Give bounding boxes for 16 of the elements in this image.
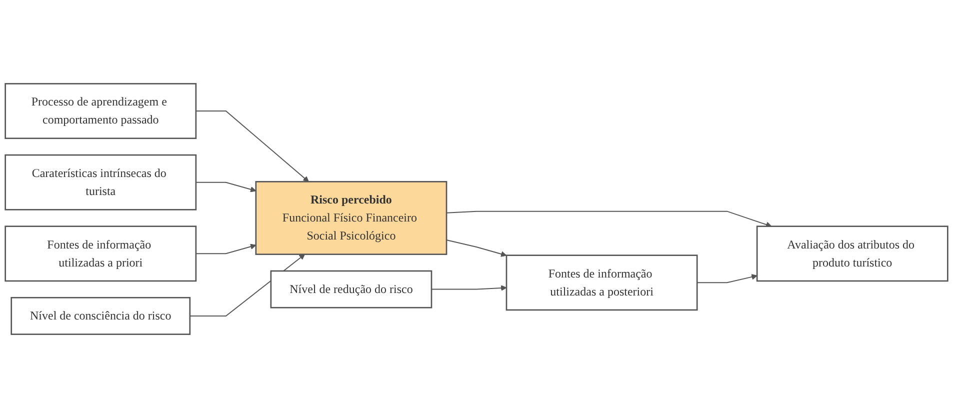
arrow (431, 285, 507, 291)
node-box: Avaliação dos atributos do produto turístico (756, 226, 948, 282)
node-box: Processo de aprendizagem e comportamento passado (4, 83, 197, 140)
node-box: Fontes de informação utilizadas a priori (4, 226, 197, 282)
arrow (195, 244, 256, 254)
arrow (189, 254, 306, 316)
arrow (446, 210, 772, 228)
node-box: Caraterísticas intrínsecas do turista (4, 154, 197, 210)
arrow (195, 110, 309, 182)
node-box: Risco percebido Funcional Físico Financeiro Social Psicológico (255, 181, 448, 255)
arrow (696, 274, 758, 284)
node-box: Fontes de informação utilizadas a posteriori (506, 254, 698, 311)
arrow (195, 182, 256, 192)
node-box: Nível de consciência do risco (10, 296, 191, 335)
node-box: Nível de redução do risco (270, 270, 432, 308)
arrow (446, 240, 507, 257)
